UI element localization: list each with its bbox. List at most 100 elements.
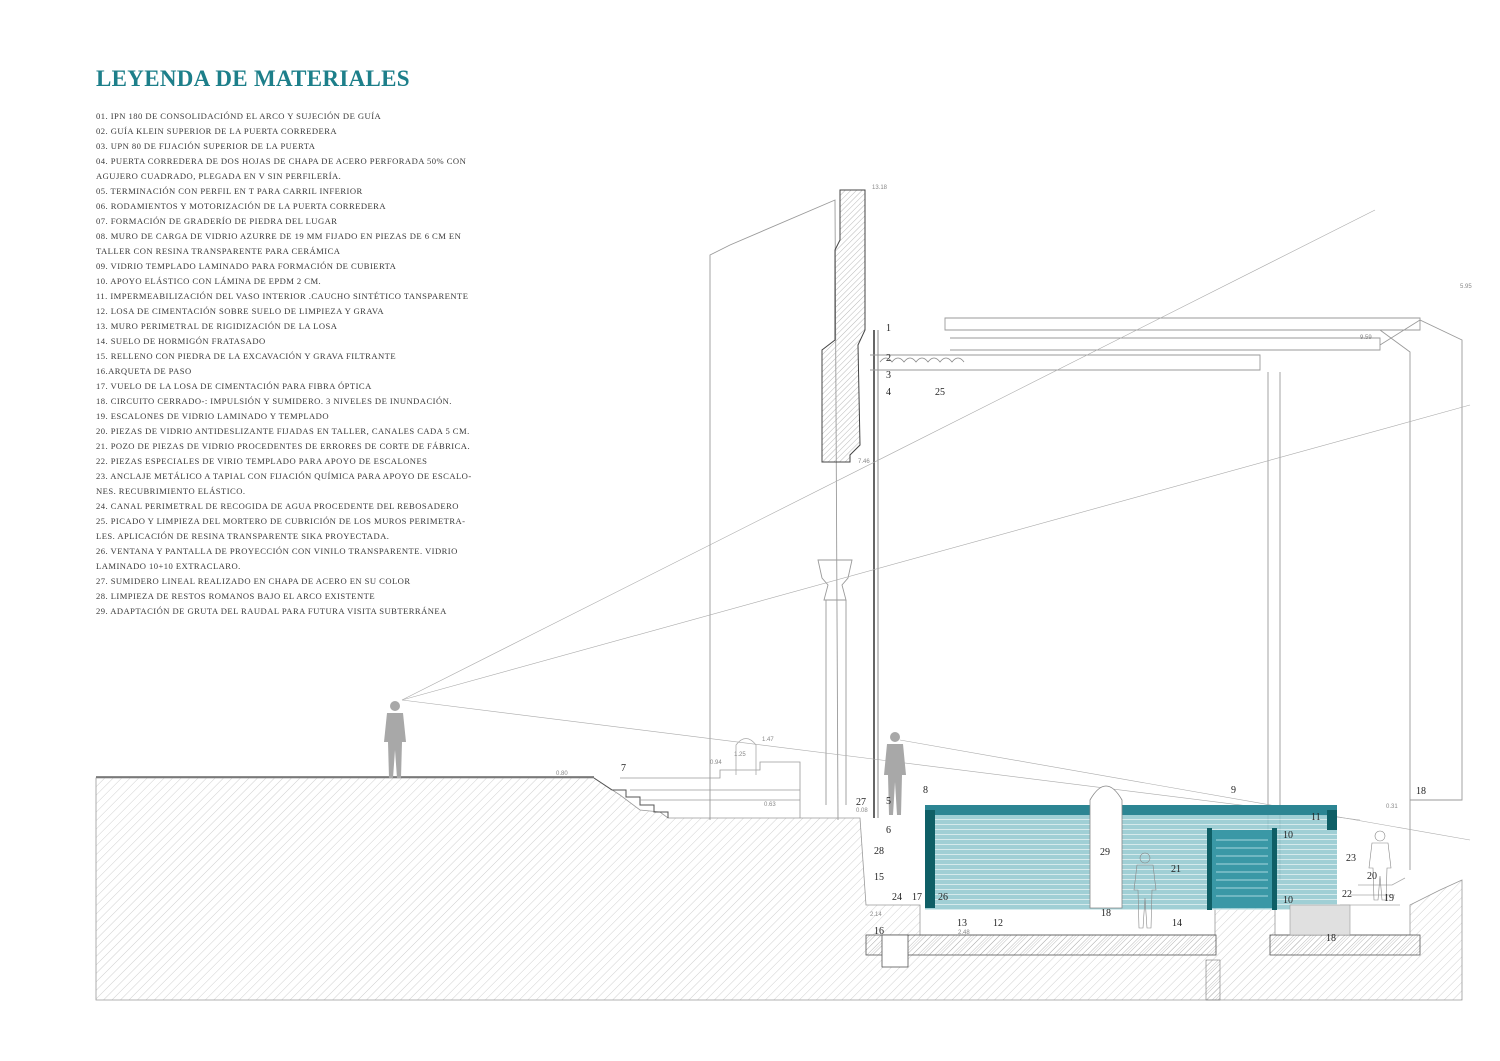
- callout-18: 18: [1416, 786, 1426, 797]
- legend-item: 01. IPN 180 DE CONSOLIDACIÓND EL ARCO Y …: [96, 111, 382, 121]
- right-building-outline: [1379, 319, 1463, 801]
- glass-well: [1210, 830, 1274, 908]
- legend-item: 17. VUELO DE LA LOSA DE CIMENTACIÓN PARA…: [96, 381, 372, 391]
- callout-22: 22: [1342, 889, 1352, 900]
- callout-26: 26: [938, 892, 948, 903]
- legend-item: 25. PICADO Y LIMPIEZA DEL MORTERO DE CUB…: [96, 516, 466, 526]
- sight-line-2: [401, 404, 1471, 701]
- dimension-0.94: 0.94: [710, 760, 722, 766]
- roof-tiles: [879, 357, 965, 363]
- dimension-0.08: 0.08: [856, 808, 868, 814]
- glass-wall-left: [925, 810, 935, 908]
- legend-item: NES. RECUBRIMIENTO ELÁSTICO.: [96, 486, 246, 496]
- legend-item: 19. ESCALONES DE VIDRIO LAMINADO Y TEMPL…: [96, 411, 329, 421]
- foundation-slab-right: [1269, 934, 1421, 956]
- step-base: [1289, 904, 1351, 936]
- legend-item: 02. GUÍA KLEIN SUPERIOR DE LA PUERTA COR…: [96, 126, 338, 136]
- callout-1: 1: [886, 323, 891, 334]
- sight-line-4: [899, 739, 1471, 841]
- callout-11: 11: [1311, 812, 1321, 823]
- callout-23: 23: [1346, 853, 1356, 864]
- legend-item: 05. TERMINACIÓN CON PERFIL EN T PARA CAR…: [96, 186, 363, 196]
- callout-25: 25: [935, 387, 945, 398]
- callout-17: 17: [912, 892, 922, 903]
- callout-9: 9: [1231, 785, 1236, 796]
- roof-cornice: [870, 317, 1421, 880]
- dimension-7.46: 7.46: [858, 459, 870, 465]
- dimension-1.25: 1.25: [734, 752, 746, 758]
- dimension-9.59: 9.59: [1360, 335, 1372, 341]
- dimension-5.95: 5.95: [1460, 284, 1472, 290]
- callout-8: 8: [923, 785, 928, 796]
- callout-19: 19: [1384, 893, 1394, 904]
- callout-18: 18: [1101, 908, 1111, 919]
- legend-item: 11. IMPERMEABILIZACIÓN DEL VASO INTERIOR…: [96, 291, 469, 301]
- person-figure-interior: [1133, 852, 1157, 929]
- inspection-chamber: [881, 934, 909, 968]
- callout-2: 2: [886, 353, 891, 364]
- callout-10: 10: [1283, 895, 1293, 906]
- legend-item: 14. SUELO DE HORMIGÓN FRATASADO: [96, 336, 266, 346]
- legend-item: 18. CIRCUITO CERRADO-: IMPULSIÓN Y SUMID…: [96, 396, 452, 406]
- left-building-outline: [709, 199, 839, 821]
- legend-title: LEYENDA DE MATERIALES: [96, 66, 410, 91]
- well-frame-left: [1207, 828, 1212, 910]
- callout-14: 14: [1172, 918, 1182, 929]
- stair-cut: [593, 777, 669, 818]
- dimension-0.31: 0.31: [1386, 804, 1398, 810]
- callout-16: 16: [874, 926, 884, 937]
- person-figure-entrance: [884, 732, 906, 815]
- callout-7: 7: [621, 763, 626, 774]
- legend-item: 29. ADAPTACIÓN DE GRUTA DEL RAUDAL PARA …: [96, 606, 447, 616]
- callout-3: 3: [886, 370, 891, 381]
- legend-item: 12. LOSA DE CIMENTACIÓN SOBRE SUELO DE L…: [96, 306, 385, 316]
- legend-item: 09. VIDRIO TEMPLADO LAMINADO PARA FORMAC…: [96, 261, 397, 271]
- callout-20: 20: [1367, 871, 1377, 882]
- dimension-0.80: 0.80: [556, 771, 568, 777]
- dimension-2.48: 2.48: [958, 930, 970, 936]
- legend-item: 13. MURO PERIMETRAL DE RIGIDIZACIÓN DE L…: [96, 321, 338, 331]
- dimension-0.63: 0.63: [764, 802, 776, 808]
- legend-item: 24. CANAL PERIMETRAL DE RECOGIDA DE AGUA…: [96, 501, 459, 511]
- cave-arch: [1089, 785, 1123, 909]
- glass-wall-right: [1327, 810, 1337, 830]
- callout-21: 21: [1171, 864, 1181, 875]
- callout-12: 12: [993, 918, 1003, 929]
- callout-18: 18: [1326, 933, 1336, 944]
- legend-item: 20. PIEZAS DE VIDRIO ANTIDESLIZANTE FIJA…: [96, 426, 470, 436]
- legend-item: 28. LIMPIEZA DE RESTOS ROMANOS BAJO EL A…: [96, 591, 376, 601]
- legend-item: 04. PUERTA CORREDERA DE DOS HOJAS DE CHA…: [96, 156, 467, 166]
- callout-24: 24: [892, 892, 902, 903]
- sight-line-3: [401, 699, 1361, 821]
- callout-28: 28: [874, 846, 884, 857]
- fiber-duct: [1205, 959, 1221, 1001]
- person-figure-street: [384, 701, 406, 778]
- legend-item: 22. PIEZAS ESPECIALES DE VIRIO TEMPLADO …: [96, 456, 428, 466]
- callout-29: 29: [1100, 847, 1110, 858]
- legend-item: 21. POZO DE PIEZAS DE VIDRIO PROCEDENTES…: [96, 441, 471, 451]
- legend-item: 03. UPN 80 DE FIJACIÓN SUPERIOR DE LA PU…: [96, 141, 316, 151]
- legend-item: AGUJERO CUADRADO, PLEGADA EN V SIN PERFI…: [96, 171, 342, 181]
- wall-cut-tower: [821, 189, 866, 463]
- arch-doorway: [735, 738, 757, 775]
- dimension-1.47: 1.47: [762, 737, 774, 743]
- sight-line-1: [401, 209, 1376, 701]
- legend-item: 16.ARQUETA DE PASO: [96, 366, 192, 376]
- legend-item: 10. APOYO ELÁSTICO CON LÁMINA DE EPDM 2 …: [96, 276, 322, 286]
- legend-item: LES. APLICACIÓN DE RESINA TRANSPARENTE S…: [96, 531, 390, 541]
- stone-seating: [620, 761, 801, 818]
- glass-well-lines: [1216, 839, 1268, 897]
- callout-10: 10: [1283, 830, 1293, 841]
- callout-6: 6: [886, 825, 891, 836]
- legend-item: 06. RODAMIENTOS Y MOTORIZACIÓN DE LA PUE…: [96, 201, 387, 211]
- dimension-2.14: 2.14: [870, 912, 882, 918]
- callout-27: 27: [856, 797, 866, 808]
- callout-15: 15: [874, 872, 884, 883]
- callout-4: 4: [886, 387, 891, 398]
- legend-item: 27. SUMIDERO LINEAL REALIZADO EN CHAPA D…: [96, 576, 411, 586]
- person-figure-stairs: [1368, 830, 1392, 901]
- dimension-labels: 13.187.465.959.591.471.250.940.800.630.0…: [556, 185, 1472, 936]
- foundation-slab: [865, 934, 1217, 956]
